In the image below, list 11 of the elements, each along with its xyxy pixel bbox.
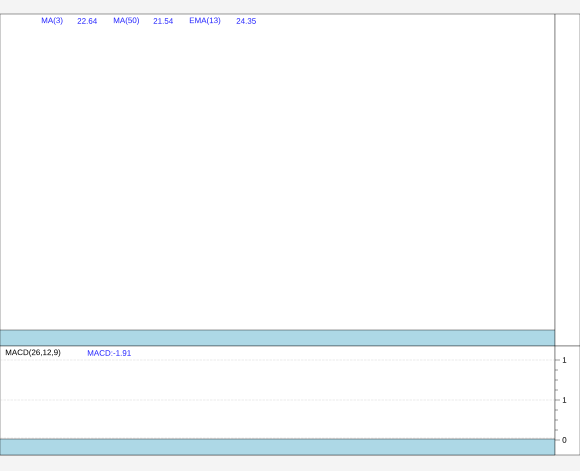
indicator-value: 24.35 bbox=[236, 18, 256, 24]
axis-tick-label: 1 bbox=[562, 397, 566, 403]
indicator-label: MACD(26,12,9) bbox=[6, 349, 60, 357]
indicator-label: MA(50) bbox=[114, 17, 139, 25]
indicator-value: 21.54 bbox=[154, 18, 173, 24]
indicator-label: EMA(13) bbox=[190, 17, 220, 25]
indicator-label: MA(3) bbox=[42, 17, 62, 25]
axis-tick-label: 0 bbox=[562, 437, 566, 443]
axis-tick-label: 1 bbox=[562, 357, 566, 363]
indicator-value: MACD:-1.91 bbox=[88, 350, 131, 356]
indicator-value: 22.64 bbox=[78, 18, 97, 24]
